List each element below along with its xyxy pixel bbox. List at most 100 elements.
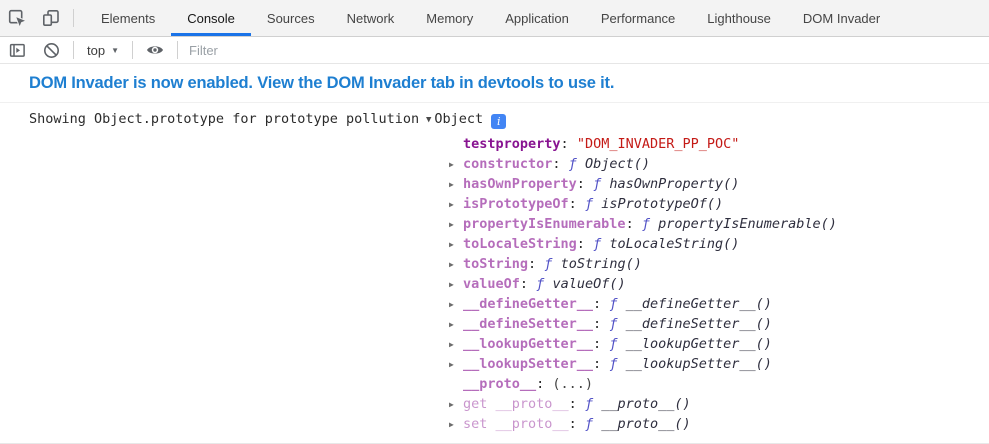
toolbar-separator [177,41,178,59]
javascript-context-selector[interactable]: top ▼ [79,43,127,58]
property-value: __lookupSetter__() [625,356,772,372]
function-prefix: ƒ [593,176,610,192]
property-name: __lookupSetter__ [463,356,594,372]
filter-input[interactable] [189,42,609,58]
tab-network[interactable]: Network [346,10,395,26]
create-live-expression-button[interactable] [138,37,172,63]
function-prefix: ƒ [593,236,610,252]
toggle-device-toolbar-button[interactable] [34,0,68,36]
toolbar-separator [73,41,74,59]
device-toolbar-icon [41,8,61,28]
console-toolbar: top ▼ [0,37,989,64]
disclosure-triangle-icon[interactable]: ▶ [449,360,454,369]
dom-invader-info-message: DOM Invader is now enabled. View the DOM… [0,64,989,103]
object-property-row[interactable]: ▶set __proto__: ƒ __proto__() [449,414,989,434]
property-name: set __proto__ [463,416,569,432]
function-prefix: ƒ [609,316,626,332]
object-property-row: ▶__proto__: (...) [449,374,989,394]
show-console-sidebar-button[interactable] [0,37,34,63]
tab-application[interactable]: Application [505,10,569,26]
property-value: __proto__() [601,416,691,432]
property-value: "DOM_INVADER_PP_POC" [576,136,740,152]
property-name: __proto__ [463,376,537,392]
object-property-row[interactable]: ▶propertyIsEnumerable: ƒ propertyIsEnume… [449,214,989,234]
object-property-row[interactable]: ▶toLocaleString: ƒ toLocaleString() [449,234,989,254]
object-property-row[interactable]: ▶hasOwnProperty: ƒ hasOwnProperty() [449,174,989,194]
disclosure-triangle-icon[interactable]: ▶ [449,260,454,269]
disclosure-triangle-icon[interactable]: ▶ [449,220,454,229]
object-property-row[interactable]: ▶valueOf: ƒ valueOf() [449,274,989,294]
disclosure-triangle-icon[interactable]: ▶ [449,280,454,289]
property-value: __defineGetter__() [625,296,772,312]
object-property-tree: ▶testproperty: "DOM_INVADER_PP_POC"▶cons… [449,134,989,434]
function-prefix: ƒ [641,216,659,232]
property-value: __lookupGetter__() [625,336,772,352]
function-prefix: ƒ [568,156,585,172]
function-prefix: ƒ [584,396,602,412]
disclosure-triangle-icon[interactable]: ▶ [449,340,454,349]
disclosure-triangle-open-icon: ▼ [426,115,432,125]
property-value: (...) [552,376,594,392]
object-property-row[interactable]: ▶__lookupSetter__: ƒ __lookupSetter__() [449,354,989,374]
tab-strip: Elements Console Sources Network Memory Appli… [85,0,896,36]
info-badge-icon[interactable]: i [491,114,507,129]
tab-memory[interactable]: Memory [426,10,474,26]
property-name: __defineGetter__ [463,296,594,312]
object-property-row[interactable]: ▶constructor: ƒ Object() [449,154,989,174]
property-colon: : [552,156,569,172]
disclosure-triangle-icon[interactable]: ▶ [449,200,454,209]
disclosure-triangle-icon[interactable]: ▶ [449,400,454,409]
object-property-row[interactable]: ▶__defineSetter__: ƒ __defineSetter__() [449,314,989,334]
toolbar-separator [132,41,133,59]
disclosure-triangle-icon[interactable]: ▶ [449,160,454,169]
tab-dom-invader[interactable]: DOM Invader [802,10,881,26]
function-prefix: ƒ [609,356,626,372]
property-colon: : [560,136,577,152]
property-name: testproperty [463,136,561,152]
clear-console-icon [42,41,61,60]
property-value: propertyIsEnumerable() [658,216,837,232]
disclosure-triangle-icon[interactable]: ▶ [449,240,454,249]
tab-console[interactable]: Console [171,0,251,36]
toolbar-separator [73,9,74,27]
disclosure-triangle-icon[interactable]: ▶ [449,320,454,329]
property-value: __proto__() [601,396,691,412]
function-prefix: ƒ [536,276,553,292]
tab-lighthouse[interactable]: Lighthouse [707,10,771,26]
inspect-cursor-icon [7,8,27,28]
property-name: isPrototypeOf [463,196,569,212]
property-colon: : [568,396,585,412]
object-label: Object [434,111,484,127]
property-value: isPrototypeOf() [601,196,724,212]
object-property-row[interactable]: ▶__defineGetter__: ƒ __defineGetter__() [449,294,989,314]
object-property-row[interactable]: ▶toString: ƒ toString() [449,254,989,274]
object-property-row: ▶testproperty: "DOM_INVADER_PP_POC" [449,134,989,154]
object-property-row[interactable]: ▶get __proto__: ƒ __proto__() [449,394,989,414]
object-property-row[interactable]: ▶isPrototypeOf: ƒ isPrototypeOf() [449,194,989,214]
clear-console-button[interactable] [34,37,68,63]
disclosure-triangle-icon[interactable]: ▶ [449,420,454,429]
object-property-row[interactable]: ▶__lookupGetter__: ƒ __lookupGetter__() [449,334,989,354]
property-colon: : [576,176,594,192]
property-colon: : [519,276,537,292]
function-prefix: ƒ [544,256,561,272]
property-value: toString() [560,256,642,272]
property-colon: : [528,256,545,272]
tab-elements[interactable]: Elements [101,10,156,26]
function-prefix: ƒ [609,296,626,312]
disclosure-triangle-icon[interactable]: ▶ [449,300,454,309]
property-colon: : [625,216,642,232]
property-name: __lookupGetter__ [463,336,594,352]
property-colon: : [576,236,594,252]
log-message-text: Showing Object.prototype for prototype p… [29,111,420,127]
tab-performance[interactable]: Performance [600,10,676,26]
console-sidebar-icon [8,41,27,60]
property-name: constructor [463,156,553,172]
chevron-down-icon: ▼ [111,45,119,55]
disclosure-triangle-icon[interactable]: ▶ [449,180,454,189]
property-colon: : [568,196,585,212]
tab-sources[interactable]: Sources [266,10,315,26]
console-messages-area: DOM Invader is now enabled. View the DOM… [0,64,989,434]
inspect-element-button[interactable] [0,0,34,36]
